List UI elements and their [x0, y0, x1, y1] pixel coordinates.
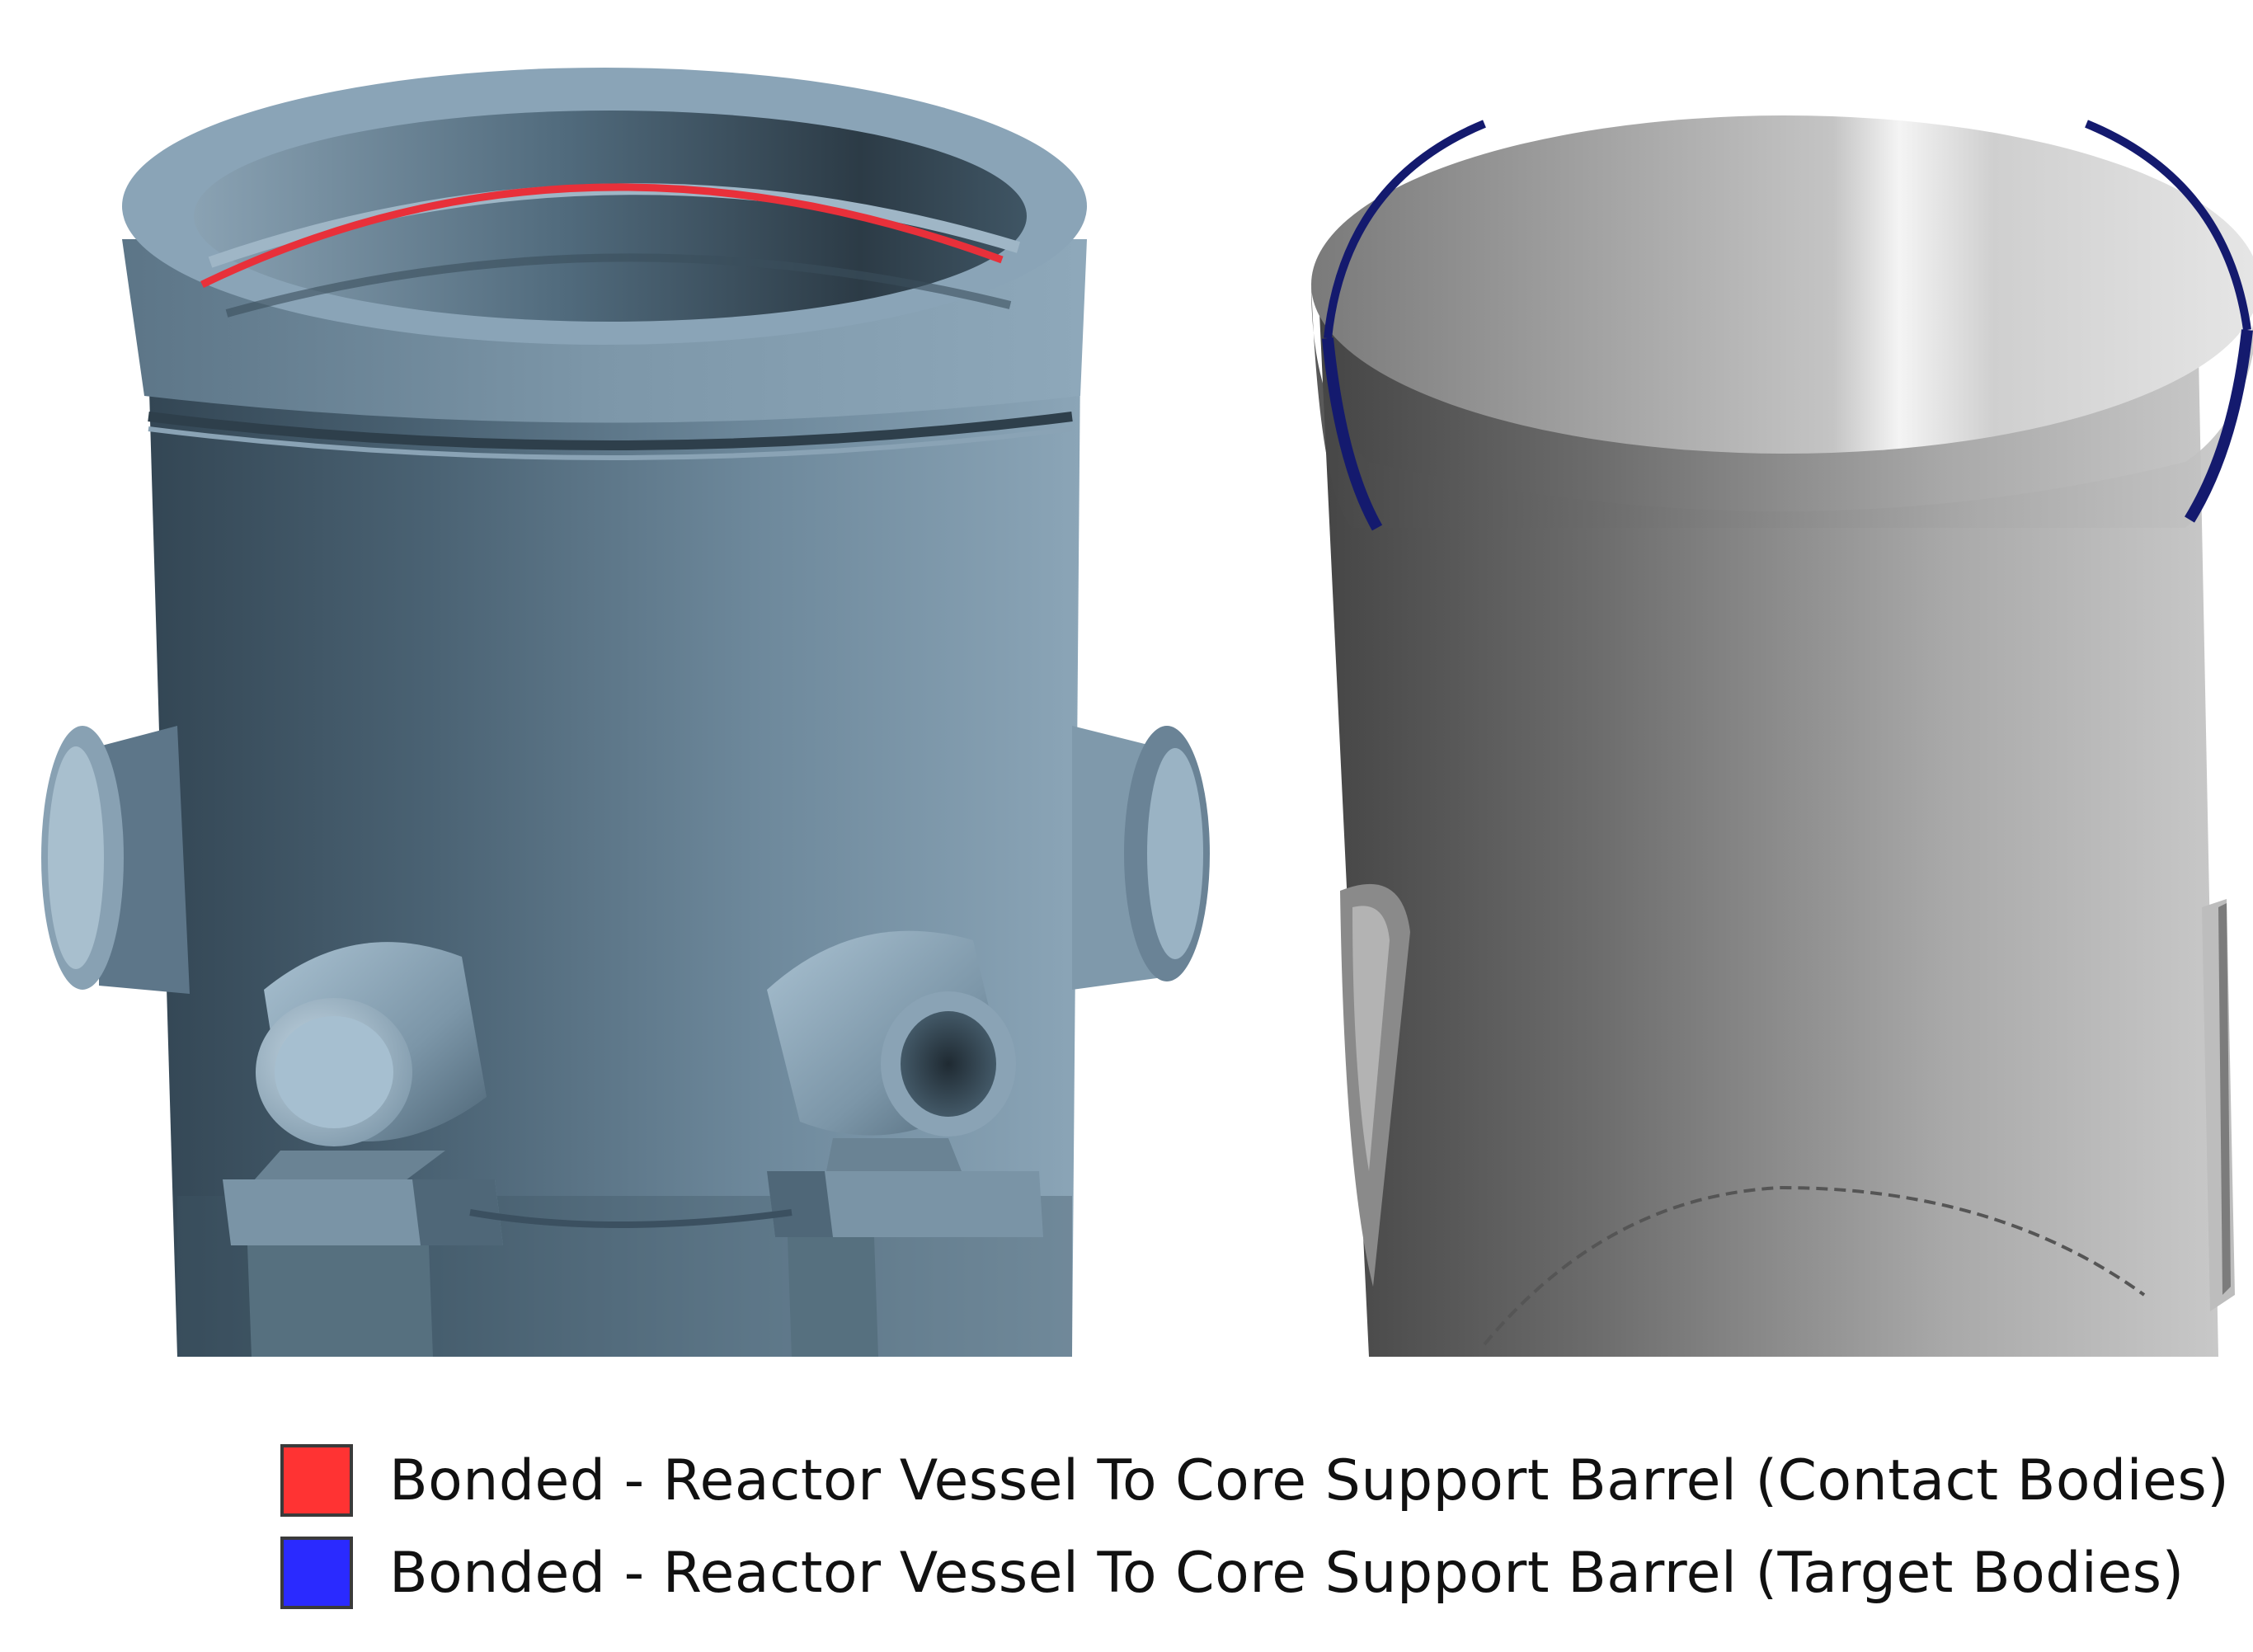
- legend-label-target: Bonded - Reactor Vessel To Core Support …: [389, 1540, 2185, 1606]
- contact-bodies-highlight: [200, 183, 1004, 289]
- barrel-lug-left-face: [1352, 906, 1390, 1171]
- target-bodies-highlight-right: [2185, 329, 2253, 523]
- target-bodies-highlight-top-left: [1324, 120, 1486, 339]
- barrel-body: [1319, 313, 2218, 1357]
- vessel-nozzle-lower-left: [223, 942, 503, 1357]
- vessel-nozzle-left: [41, 726, 190, 994]
- legend: Bonded - Reactor Vessel To Core Support …: [280, 1439, 2229, 1624]
- legend-swatch-contact: [280, 1444, 353, 1517]
- barrel-flange-face: [1311, 285, 2253, 528]
- vessel-nozzle-lower-right: [767, 930, 1043, 1357]
- barrel-seam: [1483, 1185, 2146, 1346]
- vessel-inner-shadow: [225, 253, 1012, 318]
- legend-item-contact: Bonded - Reactor Vessel To Core Support …: [280, 1439, 2229, 1522]
- vessel-flange-groove-edge: [148, 426, 1073, 460]
- vessel-nozzle-right: [1072, 726, 1210, 990]
- vessel-flange-groove: [148, 412, 1073, 450]
- core-support-barrel-model: [1311, 115, 2253, 1357]
- target-bodies-highlight-left: [1322, 337, 1383, 531]
- barrel-lug-right-edge: [2218, 903, 2231, 1295]
- vessel-lower-groove: [469, 1209, 793, 1228]
- reactor-vessel-model: [41, 68, 1210, 1357]
- legend-label-contact: Bonded - Reactor Vessel To Core Support …: [389, 1447, 2230, 1513]
- barrel-top-flange: [1311, 115, 2253, 454]
- target-bodies-highlight-top-right: [2085, 120, 2251, 331]
- legend-item-target: Bonded - Reactor Vessel To Core Support …: [280, 1532, 2229, 1614]
- legend-swatch-target: [280, 1537, 353, 1609]
